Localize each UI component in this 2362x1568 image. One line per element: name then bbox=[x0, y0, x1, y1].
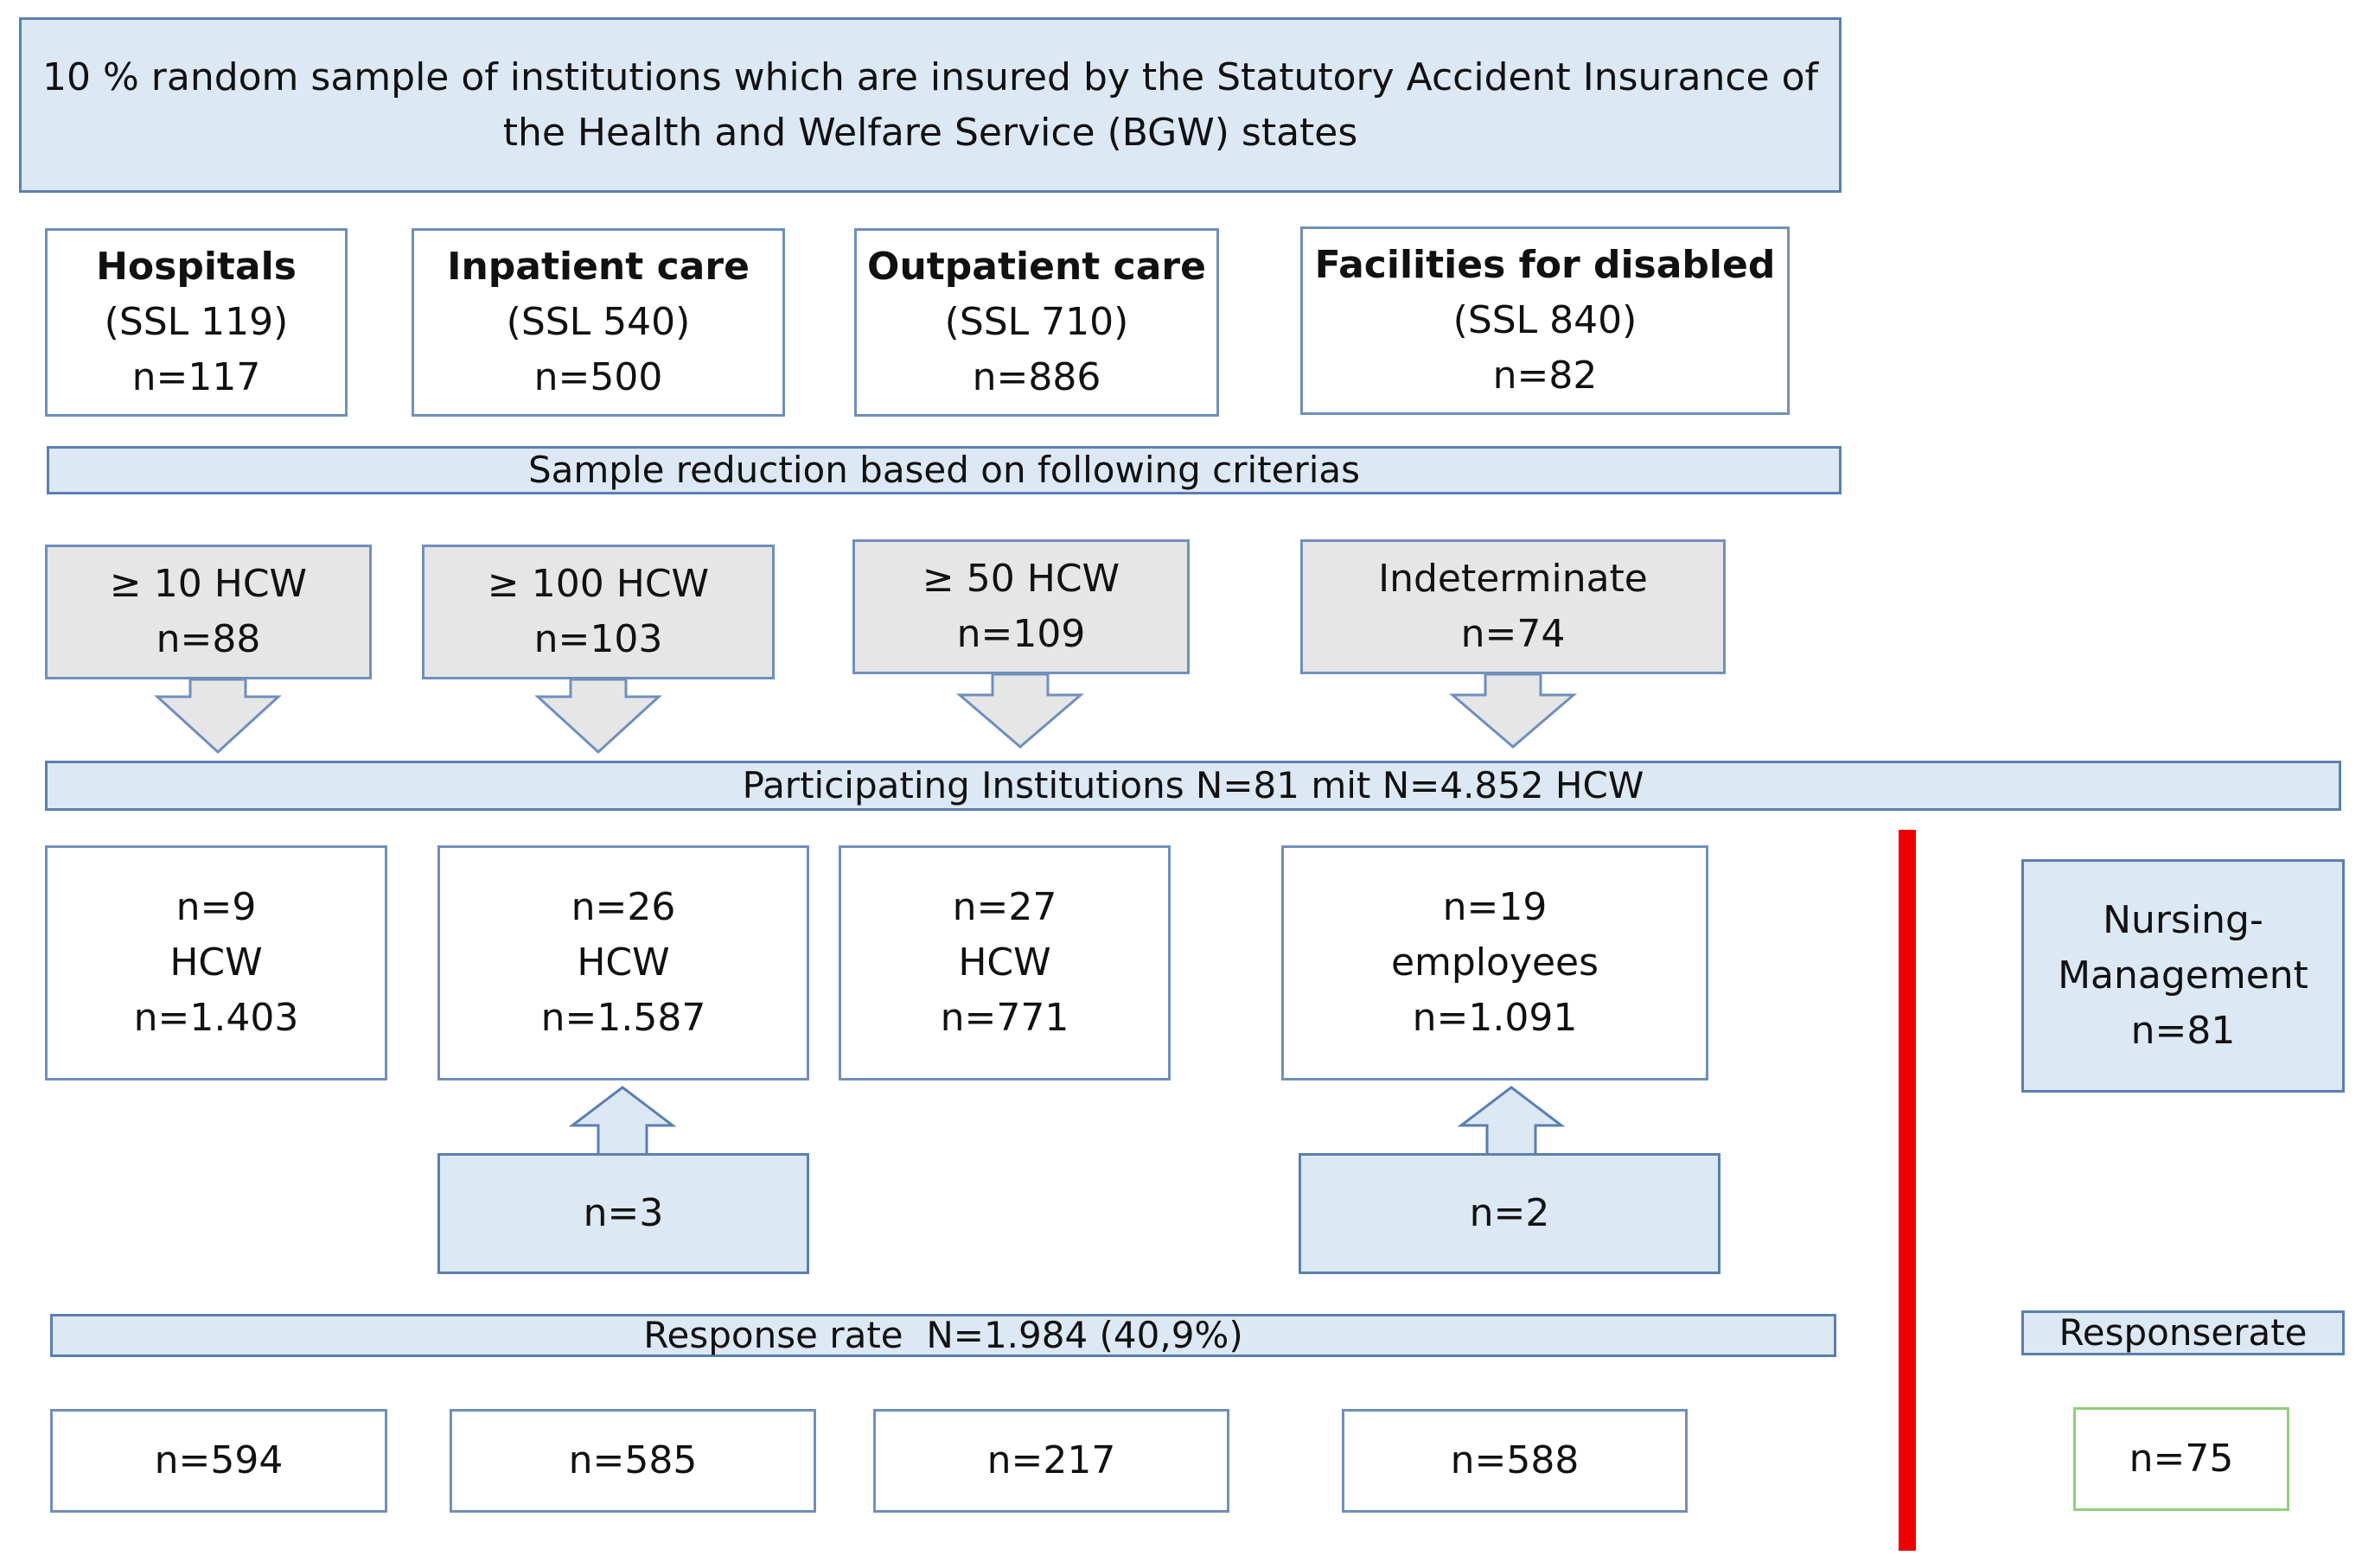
participant-count: n=1.587 bbox=[540, 995, 706, 1040]
category-facilities-for-disabled: Facilities for disabled (SSL 840) n=82 bbox=[1300, 226, 1790, 415]
criteria-box-inpatient: ≥ 100 HCW n=103 bbox=[422, 545, 775, 679]
category-name: Outpatient care bbox=[867, 245, 1206, 290]
responserate-label: Responserate bbox=[2059, 1311, 2308, 1354]
category-name: Facilities for disabled bbox=[1314, 243, 1776, 288]
participant-box-hospitals: n=9 HCW n=1.403 bbox=[45, 845, 387, 1080]
category-name: Hospitals bbox=[96, 245, 297, 290]
participant-count: n=771 bbox=[940, 995, 1069, 1040]
response-box-disabled: n=588 bbox=[1342, 1409, 1688, 1513]
criteria-box-outpatient: ≥ 50 HCW n=109 bbox=[852, 539, 1190, 674]
response-count: n=585 bbox=[568, 1438, 698, 1483]
response-rate-bar: Response rate N=1.984 (40,9%) bbox=[50, 1314, 1836, 1357]
sample-reduction-bar: Sample reduction based on following crit… bbox=[47, 446, 1842, 494]
header-line-1: 10 % random sample of institutions which… bbox=[42, 54, 1818, 99]
category-count: n=886 bbox=[972, 354, 1101, 399]
participant-institutions: n=19 bbox=[1442, 885, 1548, 930]
response-rate-label: Response rate N=1.984 (40,9%) bbox=[643, 1314, 1243, 1356]
category-ssl: (SSL 540) bbox=[506, 300, 691, 345]
category-hospitals: Hospitals (SSL 119) n=117 bbox=[45, 228, 348, 417]
addition-count: n=3 bbox=[583, 1191, 664, 1236]
participant-box-inpatient: n=26 HCW n=1.587 bbox=[437, 845, 809, 1080]
criteria-label: ≥ 50 HCW bbox=[922, 557, 1120, 602]
category-ssl: (SSL 119) bbox=[104, 300, 289, 345]
participant-role: HCW bbox=[169, 940, 263, 985]
addition-box-inpatient: n=3 bbox=[437, 1153, 809, 1274]
header-line-2: the Health and Welfare Service (BGW) sta… bbox=[502, 110, 1358, 155]
criteria-count: n=109 bbox=[956, 612, 1086, 656]
response-box-inpatient: n=585 bbox=[450, 1409, 816, 1513]
responserate-bar: Responserate bbox=[2021, 1310, 2345, 1355]
down-arrow-icon bbox=[1448, 672, 1578, 749]
down-arrow-icon bbox=[534, 678, 662, 755]
addition-count: n=2 bbox=[1469, 1191, 1550, 1236]
participating-institutions-bar: Participating Institutions N=81 mit N=4.… bbox=[45, 761, 2341, 811]
response-count: n=588 bbox=[1450, 1438, 1580, 1483]
response-box-outpatient: n=217 bbox=[873, 1409, 1229, 1513]
criteria-count: n=74 bbox=[1460, 612, 1566, 656]
participant-institutions: n=27 bbox=[952, 885, 1057, 930]
nursing-line-1: Nursing- bbox=[2103, 898, 2263, 943]
red-divider-line bbox=[1899, 830, 1916, 1551]
participant-role: HCW bbox=[577, 940, 670, 985]
response-box-nursing: n=75 bbox=[2073, 1407, 2289, 1511]
category-ssl: (SSL 840) bbox=[1452, 298, 1637, 343]
participant-count: n=1.091 bbox=[1412, 995, 1578, 1040]
down-arrow-icon bbox=[955, 672, 1085, 749]
up-arrow-icon bbox=[568, 1086, 677, 1157]
participant-role: employees bbox=[1390, 940, 1599, 985]
participant-box-disabled: n=19 employees n=1.091 bbox=[1281, 845, 1708, 1080]
criteria-label: Indeterminate bbox=[1378, 557, 1648, 602]
nursing-management-box: Nursing- Management n=81 bbox=[2021, 859, 2345, 1093]
participant-count: n=1.403 bbox=[133, 995, 299, 1040]
sample-reduction-label: Sample reduction based on following crit… bbox=[527, 449, 1361, 491]
up-arrow-icon bbox=[1457, 1086, 1566, 1157]
participant-institutions: n=26 bbox=[571, 885, 676, 930]
participant-box-outpatient: n=27 HCW n=771 bbox=[839, 845, 1171, 1080]
criteria-count: n=88 bbox=[156, 617, 261, 661]
criteria-box-disabled: Indeterminate n=74 bbox=[1300, 539, 1726, 674]
response-box-hospitals: n=594 bbox=[50, 1409, 387, 1513]
criteria-label: ≥ 100 HCW bbox=[487, 562, 710, 607]
category-count: n=500 bbox=[533, 354, 663, 399]
nursing-count: n=81 bbox=[2130, 1008, 2236, 1053]
category-count: n=82 bbox=[1492, 353, 1598, 398]
down-arrow-icon bbox=[154, 678, 282, 755]
category-inpatient-care: Inpatient care (SSL 540) n=500 bbox=[412, 228, 785, 417]
addition-box-disabled: n=2 bbox=[1299, 1153, 1720, 1274]
participant-role: HCW bbox=[958, 940, 1051, 985]
category-count: n=117 bbox=[131, 354, 261, 399]
response-count: n=75 bbox=[2129, 1437, 2234, 1482]
criteria-box-hospitals: ≥ 10 HCW n=88 bbox=[45, 545, 372, 679]
category-outpatient-care: Outpatient care (SSL 710) n=886 bbox=[854, 228, 1219, 417]
criteria-count: n=103 bbox=[533, 617, 663, 661]
participating-institutions-label: Participating Institutions N=81 mit N=4.… bbox=[742, 764, 1644, 806]
header-box: 10 % random sample of institutions which… bbox=[19, 17, 1842, 193]
response-count: n=594 bbox=[154, 1438, 284, 1483]
participant-institutions: n=9 bbox=[176, 885, 257, 930]
nursing-line-2: Management bbox=[2058, 953, 2308, 998]
response-count: n=217 bbox=[986, 1438, 1116, 1483]
criteria-label: ≥ 10 HCW bbox=[109, 562, 308, 607]
category-ssl: (SSL 710) bbox=[944, 300, 1129, 345]
category-name: Inpatient care bbox=[447, 245, 750, 290]
